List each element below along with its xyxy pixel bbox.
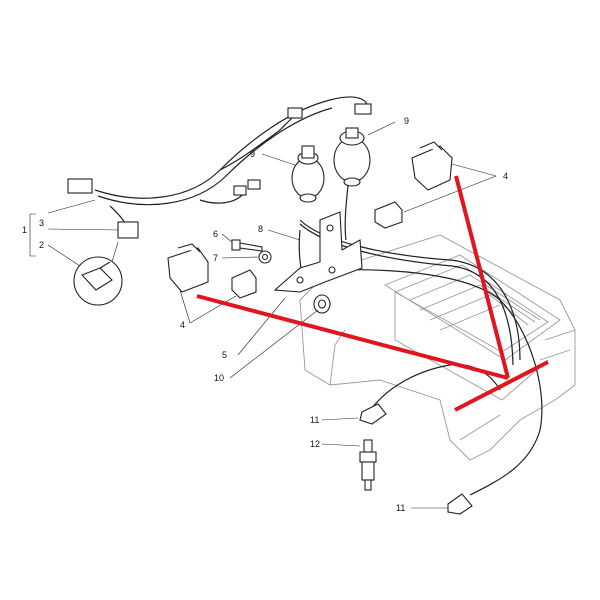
red-annotation-line-left	[196, 294, 509, 380]
harness-connector-top	[354, 103, 372, 115]
red-annotation-marks	[196, 175, 549, 412]
harness-connector-small-a	[233, 185, 247, 196]
screw	[231, 239, 263, 252]
callout-12: 12	[310, 439, 320, 449]
harness-connector-mid	[287, 107, 303, 119]
grommet	[313, 294, 331, 314]
callout-3: 3	[39, 218, 44, 228]
spark-plug-cap-top	[359, 403, 387, 425]
red-annotation-line-top	[454, 175, 510, 379]
callout-1: 1	[22, 225, 27, 235]
ignition-coil-right	[333, 127, 371, 187]
callout-11-bottom: 11	[396, 503, 405, 513]
leader-lines	[29, 121, 497, 509]
callout-7: 7	[213, 253, 218, 263]
red-annotation-line-bottom	[454, 360, 549, 412]
terminal-detail	[73, 256, 123, 306]
spark-plug-cap-bottom	[447, 493, 473, 515]
callout-10: 10	[214, 373, 224, 383]
callout-2: 2	[39, 240, 44, 250]
battery-housing	[299, 234, 576, 461]
callout-labels: 1 2 3 4 4 5 6 7 8 9 9 10 11 12 11	[22, 116, 508, 513]
callout-8: 8	[258, 224, 263, 234]
mounting-bracket	[273, 211, 363, 293]
connector-3	[117, 221, 139, 239]
rubber-mount-left	[231, 269, 257, 299]
callout-4-right: 4	[503, 171, 508, 181]
callout-9-left: 9	[250, 149, 255, 159]
spark-plug	[359, 439, 377, 491]
harness-connector-small-b	[247, 179, 261, 190]
callout-11-top: 11	[310, 415, 319, 425]
callout-6: 6	[213, 229, 218, 239]
callout-9-right: 9	[404, 116, 409, 126]
callout-5: 5	[222, 350, 227, 360]
ignition-coil-left	[291, 145, 325, 203]
rubber-mount-right	[374, 201, 403, 229]
harness-connectors	[67, 103, 372, 239]
harness-connector-left	[67, 178, 93, 194]
relay-left	[167, 243, 209, 293]
relay-right	[411, 141, 453, 191]
callout-4-left: 4	[180, 320, 185, 330]
